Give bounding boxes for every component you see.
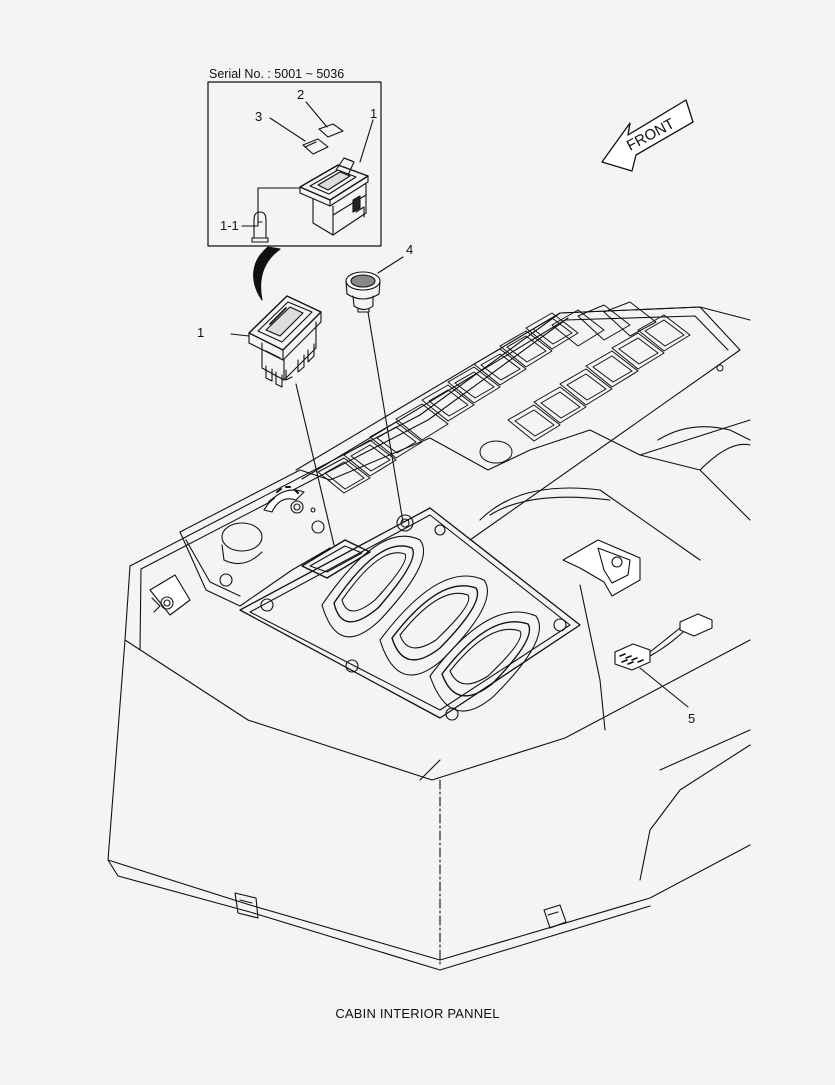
serial-note: Serial No. : 5001 ~ 5036 — [209, 67, 345, 81]
cabin-panel-body — [107, 306, 751, 971]
front-arrow-icon: FRONT — [601, 99, 694, 172]
rocker-switch-icon — [248, 295, 322, 388]
lens-icon — [318, 123, 344, 138]
vent-slots — [317, 301, 724, 494]
connector-harness-icon — [614, 613, 713, 671]
callout-main-4: 4 — [406, 242, 414, 257]
inset-frame — [207, 81, 382, 247]
bulb-icon — [251, 211, 269, 243]
callout-inset-2: 2 — [297, 87, 305, 102]
callout-main-1: 1 — [197, 325, 205, 340]
lens-icon — [302, 138, 329, 155]
knob-icon — [345, 271, 381, 313]
callout-inset-1: 1 — [370, 106, 378, 121]
lever-console — [239, 507, 581, 721]
diagram-caption: CABIN INTERIOR PANNEL — [335, 1006, 500, 1021]
callout-inset-1-1: 1-1 — [220, 218, 239, 233]
callout-inset-3: 3 — [255, 109, 263, 124]
rocker-switch-icon — [299, 157, 369, 236]
right-bracket — [479, 426, 751, 731]
callout-main-5: 5 — [688, 711, 696, 726]
